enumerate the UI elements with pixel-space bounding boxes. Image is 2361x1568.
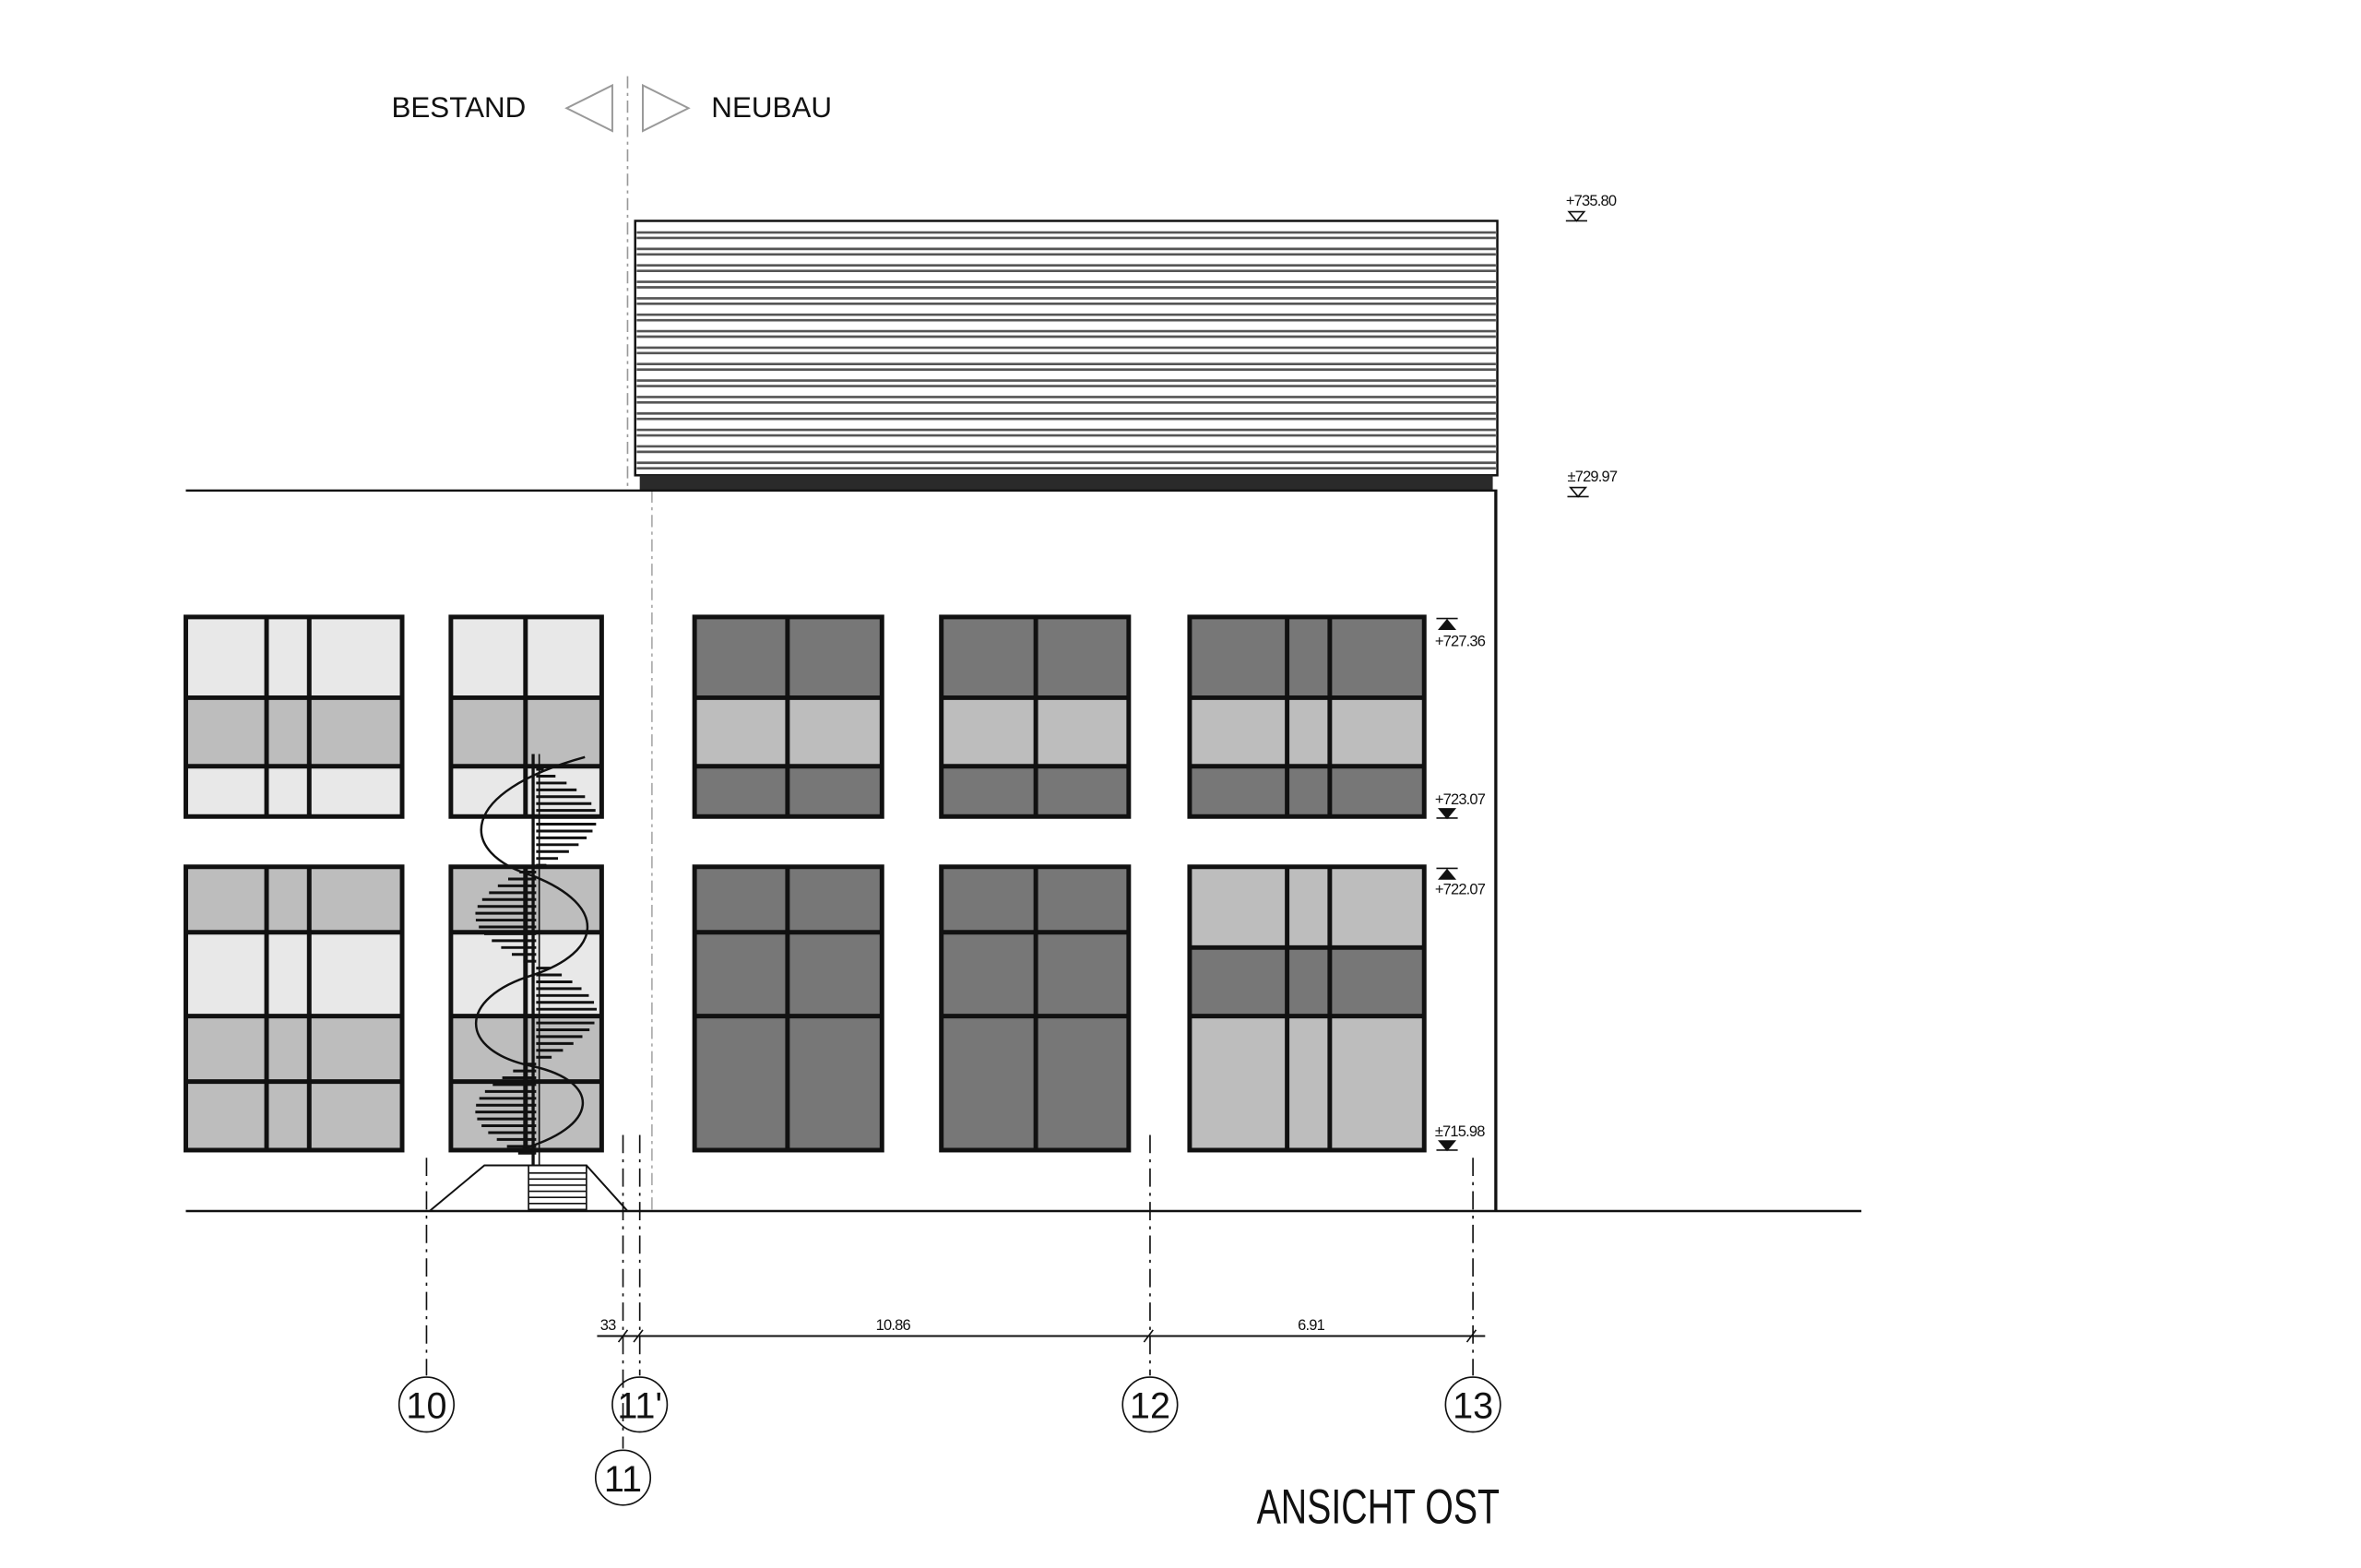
window-frame: [184, 864, 405, 1153]
elevation-ground: ±715.98: [1435, 1123, 1485, 1140]
window-frame: [692, 614, 884, 819]
windows: [184, 614, 1427, 1153]
axis-label-13: 13: [1453, 1386, 1493, 1427]
neubau-label: NEUBAU: [711, 91, 832, 124]
window-frame: [692, 864, 884, 1153]
window-frame: [1187, 864, 1427, 1153]
window-new-upper-1: [692, 614, 884, 819]
window-existing-upper-2: [448, 614, 604, 819]
window-new-upper-3: [1187, 614, 1427, 819]
glass-pane: [1189, 947, 1425, 1016]
roof-base-band: [639, 475, 1493, 491]
window-new-lower-1: [692, 864, 884, 1153]
glass-pane: [1189, 866, 1425, 948]
grid-axes: [397, 1134, 1501, 1506]
window-new-upper-2: [939, 614, 1132, 819]
axis-label-12: 12: [1130, 1386, 1170, 1427]
bestand-label: BESTAND: [391, 91, 526, 124]
window-new-lower-2: [939, 864, 1132, 1153]
glass-pane: [1189, 766, 1425, 817]
boundary-arrows-icon: [564, 83, 691, 133]
window-frame: [939, 864, 1132, 1153]
glass-pane: [185, 766, 403, 817]
window-new-lower-3: [1187, 864, 1427, 1153]
glass-pane: [185, 616, 403, 698]
glass-pane: [1189, 697, 1425, 766]
glass-pane: [185, 932, 403, 1016]
window-existing-lower-1: [184, 864, 405, 1153]
window-frame: [184, 614, 405, 819]
stair-steps: [528, 1164, 587, 1212]
window-existing-upper-1: [184, 614, 405, 819]
dimension-6-91: 6.91: [1298, 1317, 1324, 1334]
axis-label-11: 11: [604, 1459, 642, 1500]
elevation-markers: +735.80 ±729.97 +727.36 +723.07 +722.07 …: [1435, 193, 1619, 1152]
window-frame: [939, 614, 1132, 819]
dimension-line: [597, 1329, 1486, 1343]
elevation-roof-base: ±729.97: [1568, 469, 1618, 485]
glass-pane: [185, 1081, 403, 1150]
window-frame: [1187, 614, 1427, 819]
elevation-window-upper-bottom: +723.07: [1435, 791, 1486, 808]
dimension-10-86: 10.86: [876, 1317, 911, 1334]
glass-pane: [1189, 616, 1425, 698]
roof-cladding: [634, 220, 1499, 477]
axis-label-10: 10: [406, 1386, 446, 1427]
window-frame: [448, 614, 604, 819]
axis-label-11-prime: 11': [617, 1386, 662, 1427]
elevation-roof-top: +735.80: [1566, 193, 1617, 209]
window-frame: [448, 864, 604, 1153]
drawing-title: ANSICHT OST: [1257, 1479, 1500, 1534]
stair-handrail: [474, 755, 589, 1152]
elevation-window-lower-top: +722.07: [1435, 881, 1486, 897]
dimension-33: 33: [600, 1317, 616, 1334]
spiral-staircase: [429, 754, 629, 1212]
glass-pane: [185, 866, 403, 932]
glass-pane: [1189, 1016, 1425, 1150]
glass-pane: [185, 697, 403, 766]
elevation-window-upper-top: +727.36: [1435, 633, 1486, 649]
glass-pane: [185, 1016, 403, 1082]
